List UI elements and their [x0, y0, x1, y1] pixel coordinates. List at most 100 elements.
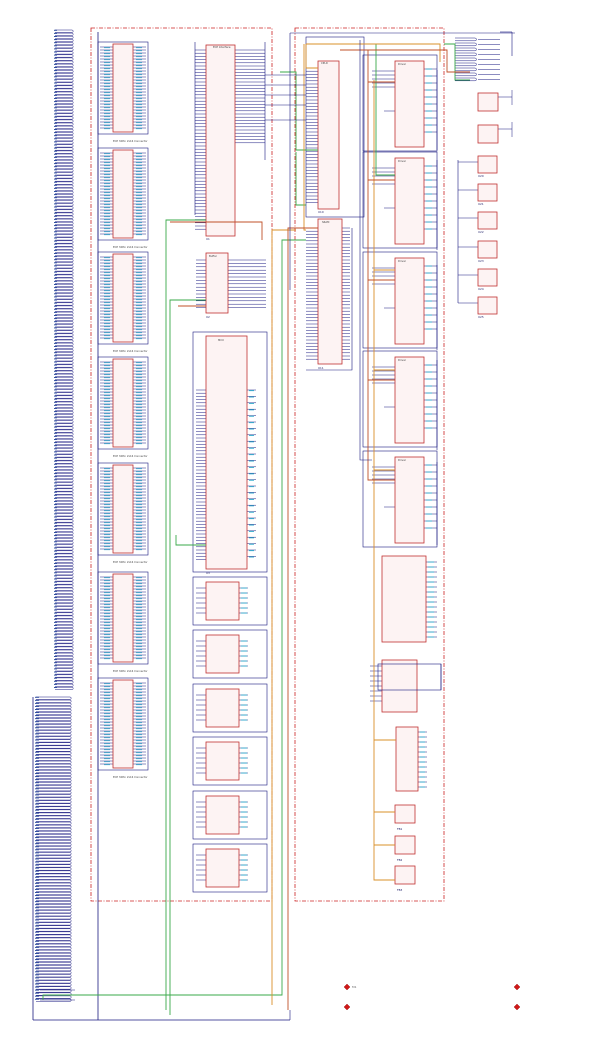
connector-pin-label	[54, 277, 57, 279]
connector-pin-label	[54, 141, 57, 143]
pin-label	[136, 110, 142, 112]
connector-pin-label	[54, 296, 57, 298]
pin-label	[136, 501, 142, 503]
pin-label	[136, 634, 142, 636]
pin-label	[104, 613, 110, 615]
pin-label	[426, 272, 432, 274]
connector-pin-label	[54, 287, 57, 289]
pin-label	[136, 625, 142, 627]
pin-label	[249, 466, 254, 468]
chip-body	[205, 252, 229, 314]
pin-label	[249, 486, 254, 488]
pin-label	[104, 125, 110, 127]
pin-label	[104, 577, 110, 579]
connector-pin	[36, 910, 72, 914]
pin-label	[136, 302, 142, 304]
pin-label	[136, 323, 142, 325]
connector-pin	[36, 980, 72, 984]
pin-label	[104, 201, 110, 203]
pin-label	[426, 193, 432, 195]
connector-pin	[55, 544, 74, 548]
connector-pin	[55, 234, 74, 238]
pin-label	[104, 486, 110, 488]
pin-label	[136, 546, 142, 548]
pin-label	[104, 198, 110, 200]
connector-pin-label	[54, 184, 57, 186]
pin-label	[426, 96, 432, 98]
connector-pin	[36, 754, 72, 758]
connector-pin-label	[54, 559, 57, 561]
connector-pin-label	[54, 172, 57, 174]
connector-pin-label	[35, 998, 39, 1000]
pin-label	[136, 266, 142, 268]
connector-pin-label	[54, 293, 57, 295]
connector-pin-label	[35, 742, 39, 744]
pin-label	[426, 172, 432, 174]
pin-label	[136, 216, 142, 218]
pin-label	[428, 616, 434, 618]
connector-pin-label	[35, 885, 39, 887]
pin-label	[426, 307, 432, 309]
connector-pin	[55, 457, 74, 461]
chip-frame	[305, 36, 365, 218]
pin-label	[426, 478, 432, 480]
connector-pin	[36, 959, 72, 962]
connector-pin-label	[35, 974, 39, 976]
pin-label	[104, 204, 110, 206]
pin-label	[136, 743, 142, 745]
connector-pin	[36, 809, 72, 813]
pin-label	[136, 474, 142, 476]
pin-label	[136, 440, 142, 442]
pin-label	[241, 719, 247, 721]
connector-pin-label	[54, 39, 57, 41]
pin-label	[426, 214, 432, 216]
pin-label	[426, 464, 432, 466]
pin-label	[104, 655, 110, 657]
connector-pin-label	[54, 135, 57, 137]
connector-pin	[55, 215, 74, 219]
module-frame	[192, 843, 268, 893]
connector-pin-label	[54, 215, 57, 217]
connector-pin	[55, 612, 74, 616]
connector-frame	[97, 571, 149, 665]
pin-label	[136, 761, 142, 763]
connector-pin-label	[54, 311, 57, 313]
connector-pin	[55, 79, 74, 83]
connector-pin-label	[35, 986, 39, 988]
connector-pin	[55, 380, 74, 383]
connector-pin	[36, 736, 72, 740]
pin-label	[104, 269, 110, 271]
pin-label	[136, 299, 142, 301]
pin-label	[104, 731, 110, 733]
pin-label	[420, 761, 425, 763]
pin-label	[104, 156, 110, 158]
pin-label	[136, 658, 142, 660]
connector-pin	[36, 742, 72, 746]
pin-label	[136, 534, 142, 536]
connector-frame	[97, 462, 149, 556]
pin-label	[104, 722, 110, 724]
connector-pin	[55, 159, 74, 163]
pin-label	[136, 413, 142, 415]
connector-pin	[36, 925, 72, 929]
pin-label	[426, 328, 432, 330]
connector-pin	[55, 150, 74, 154]
connector-pin	[55, 569, 74, 573]
connector-pin-label	[54, 646, 57, 648]
connector-pin-label	[35, 812, 39, 814]
connector-pin-label	[35, 715, 39, 717]
connector-pin-label	[35, 962, 39, 964]
pin-label	[426, 165, 432, 167]
pin-label	[241, 704, 247, 706]
pin-label	[104, 477, 110, 479]
connector-pin	[36, 995, 72, 999]
pin-label	[136, 386, 142, 388]
pin-label	[241, 602, 247, 604]
pin-label	[104, 437, 110, 439]
connector-pin-label	[35, 959, 39, 961]
connector-pin	[36, 797, 72, 801]
connector-pin	[55, 640, 74, 644]
pin-label	[136, 652, 142, 654]
connector-pin	[36, 867, 72, 871]
pin-label	[136, 510, 142, 512]
